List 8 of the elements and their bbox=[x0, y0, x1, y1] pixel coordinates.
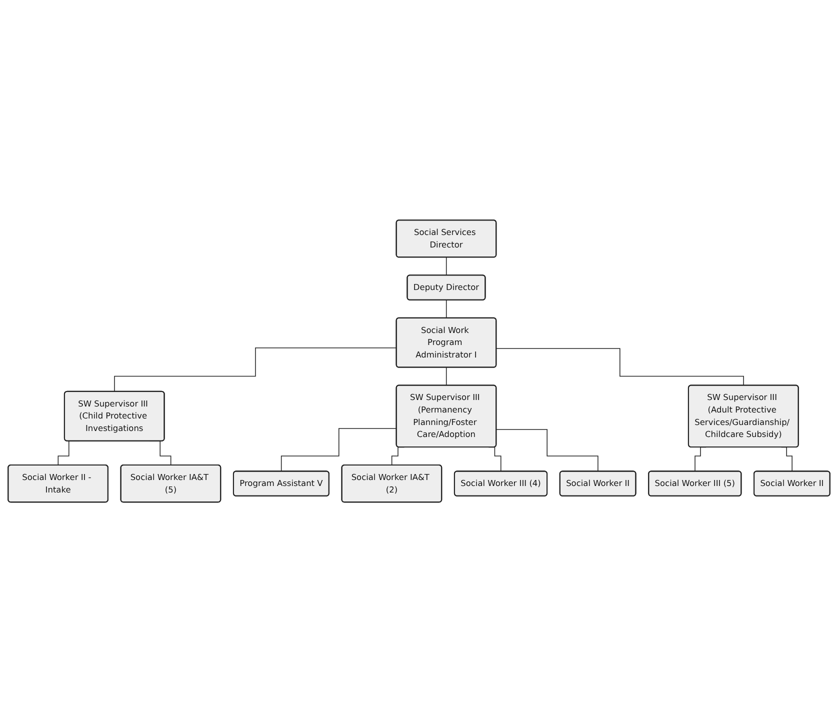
connector bbox=[446, 367, 447, 386]
org-chart: Social Services Director Deputy Director Social Work Program Administrator I SW Supervisor III (Child Protective Investigations SW Supervisor III (Permanency Planning/Foster Care/Adoption SW Supervisor III (Adult Protective Services/Guardianship/ Childcare Subsidy) Social Worker II - Intake Social Worker IA&T (5) Program Assistant V Social Worker IA&T (2) Social Worker III (4) Social Worker II Social Worker III (5) Social Worker II bbox=[4, 216, 834, 506]
connector bbox=[446, 256, 447, 276]
connector bbox=[280, 428, 397, 472]
connector bbox=[496, 348, 744, 386]
connector bbox=[446, 300, 447, 318]
connector bbox=[114, 347, 397, 392]
connector bbox=[496, 429, 598, 472]
